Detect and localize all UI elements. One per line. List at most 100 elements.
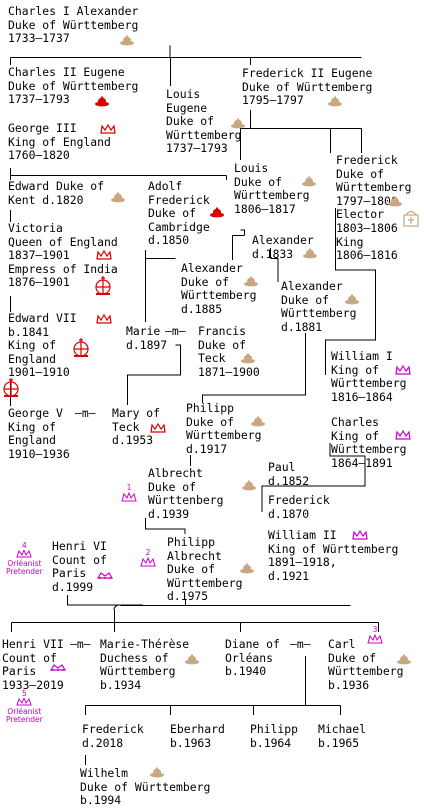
pretender-note-4: 4 Orléanist Pretender bbox=[6, 542, 43, 576]
person-line: Elector bbox=[336, 207, 385, 222]
person-line: d.1921 bbox=[268, 568, 310, 583]
person-line: 1864–1891 bbox=[331, 455, 393, 470]
person-line: Adolf bbox=[148, 179, 183, 193]
person-line: Frederick bbox=[148, 192, 210, 207]
wurttemberg-crown-icon bbox=[395, 430, 411, 440]
person-line: d.1917 bbox=[186, 441, 228, 456]
person-line: Queen of England bbox=[8, 234, 118, 249]
person-line: Duke of bbox=[328, 650, 377, 665]
person-line: Duke of bbox=[167, 562, 216, 577]
ducal-hat-icon bbox=[302, 176, 316, 187]
pretender-note-3: 3 bbox=[367, 626, 383, 646]
pretender-note-5: 5 Orléanist Pretender bbox=[6, 690, 43, 724]
person-line: Louis bbox=[166, 87, 201, 101]
person-line: b.1963 bbox=[170, 735, 212, 750]
person-line: d.1870 bbox=[268, 506, 310, 521]
person-line: Philipp bbox=[186, 401, 235, 415]
person-line: George V bbox=[8, 406, 63, 420]
person-line: d.1885 bbox=[181, 301, 223, 316]
person-line: Louis bbox=[234, 161, 269, 175]
person-line: Albrecht bbox=[148, 466, 203, 480]
person-line: Empress of India bbox=[8, 261, 118, 276]
person-line: d.1897 bbox=[126, 337, 168, 352]
person-line: Württemberg bbox=[281, 306, 357, 321]
person-line: d.1939 bbox=[148, 506, 190, 521]
note-label: Pretender bbox=[6, 715, 43, 724]
ducal-hat-icon bbox=[244, 276, 258, 287]
note-label: Pretender bbox=[6, 567, 43, 576]
person-line: d.1999 bbox=[52, 579, 94, 594]
person-line: Carl bbox=[328, 637, 356, 651]
note-number: 5 bbox=[21, 689, 27, 698]
person-line: Charles bbox=[331, 415, 380, 429]
person-line: Wilhelm bbox=[80, 766, 129, 780]
person-line: Alexander bbox=[281, 279, 343, 293]
marriage-marker: m bbox=[81, 406, 89, 420]
person-line: Duke of Württemberg bbox=[80, 779, 211, 794]
marriage-marker: m bbox=[171, 324, 179, 338]
pretender-crown-icon bbox=[121, 491, 137, 502]
pretender-crown-icon bbox=[16, 696, 33, 706]
person-line: d.1953 bbox=[112, 433, 154, 448]
person-line: Duke of bbox=[336, 166, 385, 181]
person-line: d.1833 bbox=[252, 246, 294, 261]
person-line: England bbox=[8, 351, 57, 366]
person-line: 1816–1864 bbox=[331, 389, 393, 404]
note-label: Orléanist bbox=[7, 707, 42, 716]
royal-crown-icon bbox=[3, 378, 19, 398]
person-line: 1733–1737 bbox=[8, 31, 70, 46]
person-line: 1871–1900 bbox=[198, 364, 260, 379]
person-line: b.1994 bbox=[80, 793, 122, 808]
person-line: d.1852 bbox=[268, 473, 310, 488]
person-line: Henri VI bbox=[52, 539, 107, 553]
note-label: Orléanist bbox=[7, 559, 42, 568]
person-line: King of bbox=[8, 419, 57, 434]
person-line: Mary of bbox=[112, 406, 161, 420]
person-line: Eberhard bbox=[170, 722, 225, 736]
marriage-diane-carl: —m— bbox=[290, 637, 311, 651]
pretender-crown-icon bbox=[16, 548, 33, 558]
pretender-crown-icon bbox=[140, 556, 156, 567]
person-line: Württemberg bbox=[167, 575, 243, 590]
pretender-crown-icon bbox=[50, 664, 66, 672]
person-line: Württemberg bbox=[186, 428, 262, 443]
person-line: 1933–2019 bbox=[2, 677, 64, 692]
person-line: 1795–1797 bbox=[242, 93, 304, 108]
wurttemberg-crown-icon bbox=[395, 365, 411, 375]
person-line: 1803–1806 bbox=[336, 220, 398, 235]
person-line: William I bbox=[331, 349, 393, 363]
person-line: b.1964 bbox=[250, 735, 292, 750]
person-line: Duke of Württemberg bbox=[242, 79, 373, 94]
person-line: Henri VII bbox=[2, 637, 64, 651]
person-line: King of bbox=[331, 362, 380, 377]
person-line: Eugene bbox=[166, 100, 208, 115]
person-line: Paul bbox=[268, 460, 296, 474]
person-line: 1901–1910 bbox=[8, 365, 70, 380]
person-line: d.2018 bbox=[82, 735, 124, 750]
person-line: Alexander bbox=[181, 261, 243, 275]
person-line: Frederick II Eugene bbox=[242, 66, 373, 80]
person-line: Count of bbox=[2, 650, 57, 665]
marriage-marker: m bbox=[296, 637, 304, 651]
person-line: Duke of bbox=[148, 479, 197, 494]
person-line: Diane of bbox=[225, 637, 280, 651]
person-line: Duke of Württemberg bbox=[8, 78, 139, 93]
person-line: 1797–1806 bbox=[336, 193, 398, 208]
person-line: Charles II Eugene bbox=[8, 65, 125, 79]
note-number: 2 bbox=[145, 548, 151, 557]
